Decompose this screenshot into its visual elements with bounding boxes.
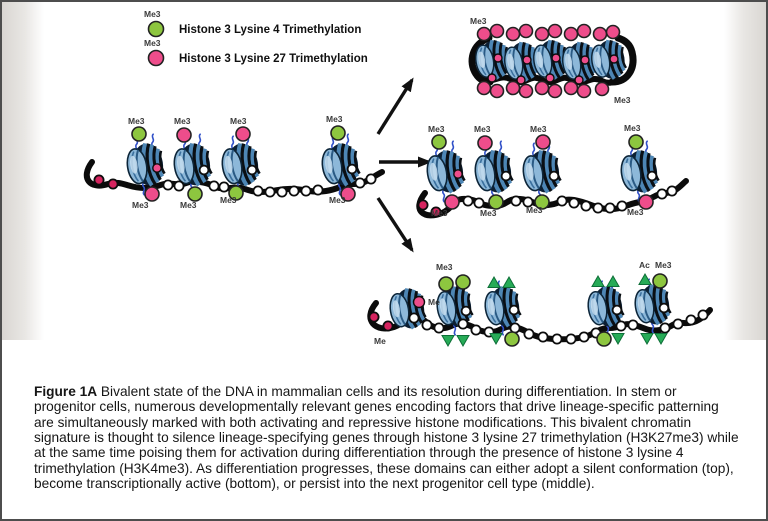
legend-h3k4-text: Histone 3 Lysine 4 Trimethylation <box>179 24 361 36</box>
arrow-to-active <box>376 197 414 253</box>
dna-beads <box>417 169 678 218</box>
me-label: Me <box>374 336 386 346</box>
active-chromatin: Me Me Me3 Ac Me3 <box>367 260 713 347</box>
me3-label: Me3 <box>530 124 547 134</box>
dna-strand <box>83 159 385 196</box>
me-label: Me <box>428 297 440 307</box>
me3-label: Me3 <box>329 195 346 205</box>
me3-label: Me3 <box>220 195 237 205</box>
figure-diagram: Me3 Histone 3 Lysine 4 Trimethylation Me… <box>83 9 713 347</box>
methylation-marks: Me3 Me3 Me3 Me3 Me3 Me3 Me3 Me3 <box>428 123 654 218</box>
me3-label: Me3 <box>526 205 543 215</box>
dna-strand <box>608 34 637 86</box>
me3-label: Me3 <box>128 116 145 126</box>
me3-label: Me3 <box>655 260 672 270</box>
me3-label: Me3 <box>470 16 487 26</box>
silent-condensed-chromatin: Me3 Me3 <box>468 16 637 105</box>
modification-marks: Me Me Me3 Ac Me3 <box>374 260 672 347</box>
figure-caption: Figure 1A Bivalent state of the DNA in m… <box>34 384 741 492</box>
me3-label: Me3 <box>428 124 445 134</box>
me3-label: Me3 <box>474 124 491 134</box>
bivalent-chromatin-stem: Me3 Me3 Me3 Me3 Me3 Me3 Me3 Me3 <box>83 114 385 210</box>
h3k4-green-swatch <box>147 20 165 38</box>
h3k27-pink-swatch <box>147 49 165 67</box>
ac-label: Ac <box>639 260 650 270</box>
nucleosome <box>589 38 627 81</box>
me3-label: Me3 <box>480 208 497 218</box>
figure-label: Figure 1A <box>34 383 98 399</box>
me3-label: Me3 <box>614 95 631 105</box>
nucleosome <box>219 141 261 188</box>
me3-label: Me3 <box>180 200 197 210</box>
caption-text: Bivalent state of the DNA in mammalian c… <box>34 383 739 492</box>
methylation-marks: Me3 Me3 Me3 Me3 Me3 Me3 Me3 Me3 <box>128 114 356 210</box>
dna-strand <box>477 74 621 86</box>
legend: Me3 Histone 3 Lysine 4 Trimethylation Me… <box>144 9 368 67</box>
me3-label: Me3 <box>326 114 343 124</box>
me3-label: Me3 <box>624 123 641 133</box>
me3-label: Me3 <box>132 200 149 210</box>
legend-me3-label-h3k4: Me3 <box>144 9 161 19</box>
dna-beads <box>93 163 377 198</box>
me3-label: Me3 <box>230 116 247 126</box>
h3k27me3-marks <box>476 23 621 99</box>
me3-label: Me3 <box>431 208 448 218</box>
me3-label: Me3 <box>627 207 644 217</box>
legend-me3-label-h3k27: Me3 <box>144 38 161 48</box>
me3-label: Me3 <box>174 116 191 126</box>
me3-label: Me3 <box>436 262 453 272</box>
legend-h3k27-text: Histone 3 Lysine 27 Trimethylation <box>179 53 368 65</box>
arrow-to-silent <box>376 77 414 135</box>
bivalent-chromatin-persist: Me3 Me3 Me3 Me3 Me3 Me3 Me3 Me3 <box>416 123 689 219</box>
